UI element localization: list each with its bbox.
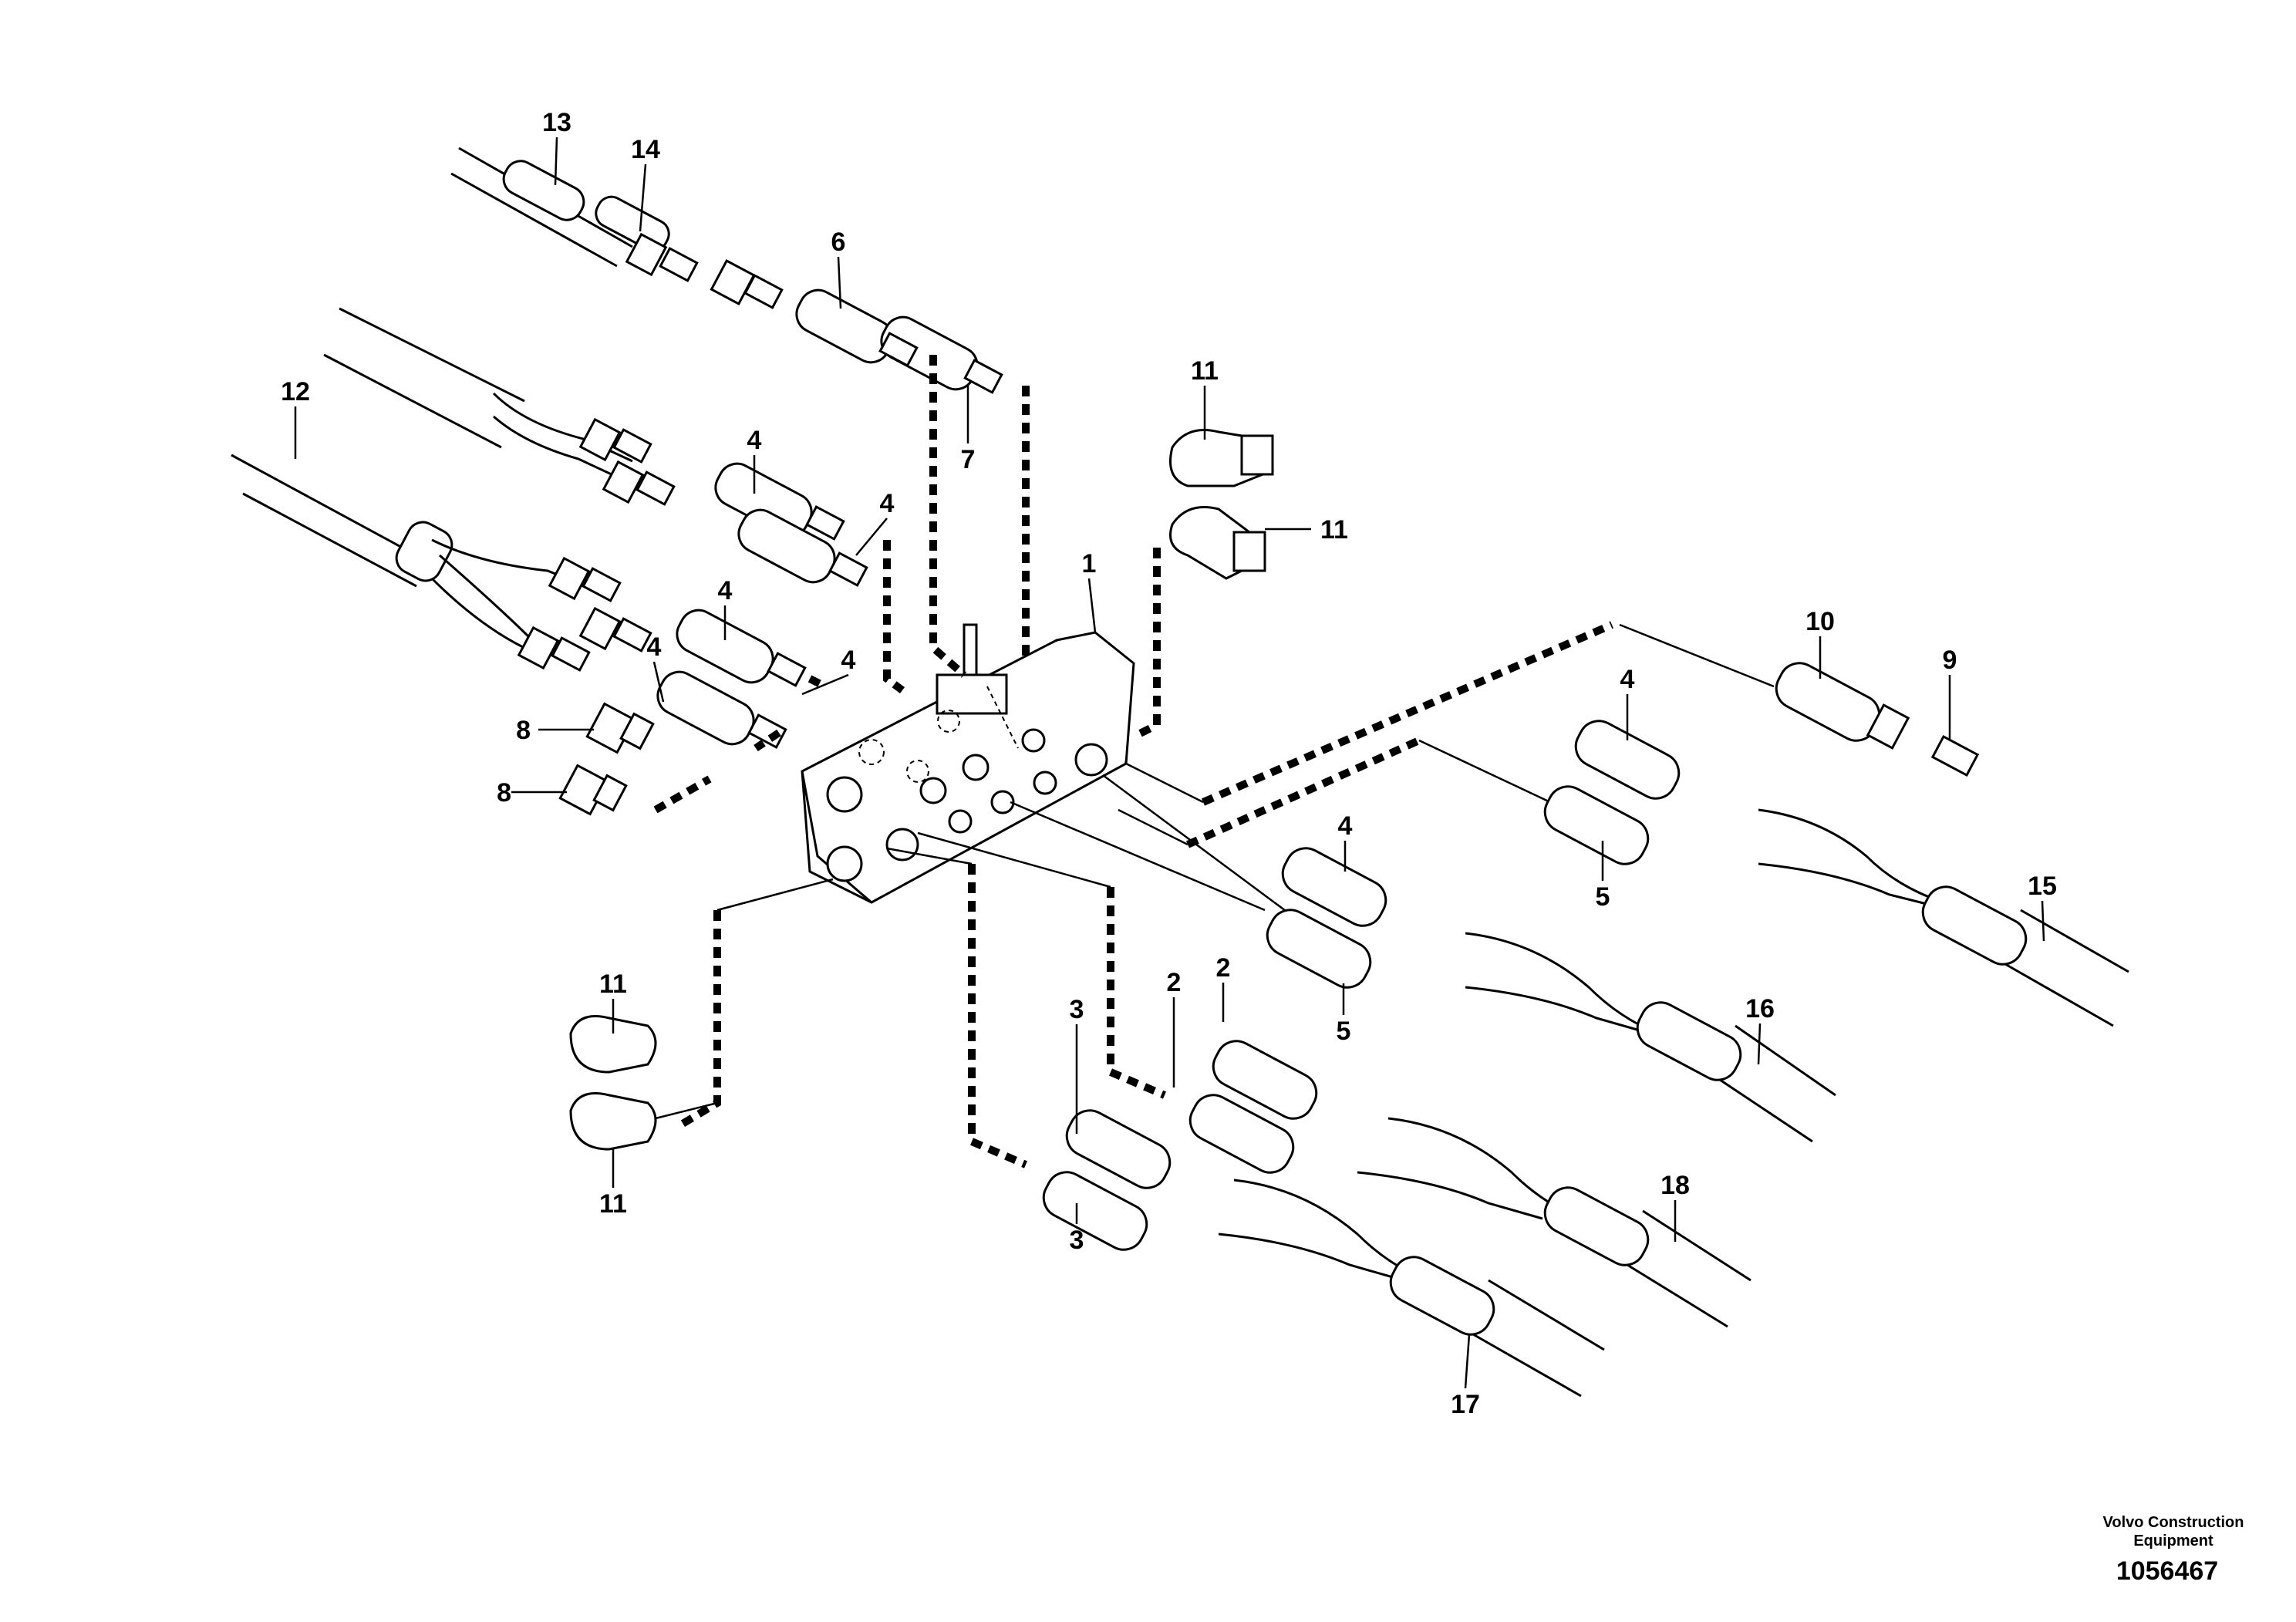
- hoses-lower-right: [1218, 808, 2129, 1398]
- callout-5a: 5: [1596, 882, 1610, 912]
- callout-2b: 2: [1167, 968, 1182, 997]
- callout-12: 12: [281, 377, 310, 406]
- callout-11a: 11: [1191, 356, 1219, 386]
- callout-17: 17: [1451, 1390, 1480, 1419]
- adapters-upper: [656, 288, 1003, 749]
- callout-3b: 3: [1070, 1226, 1084, 1255]
- callout-14: 14: [631, 135, 660, 164]
- leader-lines: [294, 137, 2045, 1389]
- callout-8a: 8: [516, 716, 531, 745]
- callout-4f: 4: [1620, 665, 1635, 694]
- callout-11b: 11: [1320, 515, 1348, 545]
- plugs-8: [558, 702, 655, 816]
- hose-13-14: [450, 147, 784, 309]
- callout-11c: 11: [599, 969, 627, 999]
- callout-9: 9: [1943, 646, 1957, 675]
- callout-5b: 5: [1337, 1017, 1351, 1046]
- callout-1: 1: [1082, 549, 1097, 578]
- callout-4e: 4: [841, 646, 856, 675]
- footer: Volvo Construction Equipment 1056467: [2103, 1514, 2244, 1586]
- callout-15: 15: [2028, 872, 2057, 901]
- callout-7: 7: [961, 445, 976, 474]
- callout-2a: 2: [1216, 953, 1231, 983]
- callout-18: 18: [1660, 1171, 1690, 1200]
- company-name-line2: Equipment: [2133, 1533, 2213, 1549]
- valve-block: [801, 623, 1135, 904]
- company-name-line1: Volvo Construction: [2103, 1514, 2244, 1531]
- callout-10: 10: [1805, 607, 1835, 636]
- callouts: 13 14 6 7 12 4 4 4 4 4 8 8 11 11 1 10 9 …: [281, 108, 2057, 1419]
- hose-12: [231, 307, 676, 672]
- drawing-number: 1056467: [2116, 1556, 2218, 1586]
- callout-4g: 4: [1338, 811, 1353, 841]
- callout-8b: 8: [497, 778, 511, 808]
- callout-6: 6: [831, 228, 846, 257]
- callout-4d: 4: [647, 632, 662, 662]
- elbows-11: [569, 429, 1274, 1151]
- callout-13: 13: [542, 108, 571, 137]
- callout-16: 16: [1745, 994, 1775, 1023]
- callout-4a: 4: [747, 426, 762, 455]
- callout-11d: 11: [599, 1189, 627, 1219]
- callout-3a: 3: [1070, 995, 1084, 1024]
- fittings-right: [1042, 662, 1980, 1251]
- callout-4c: 4: [718, 576, 733, 605]
- routing-lines: [653, 355, 1775, 1168]
- callout-4b: 4: [880, 489, 895, 518]
